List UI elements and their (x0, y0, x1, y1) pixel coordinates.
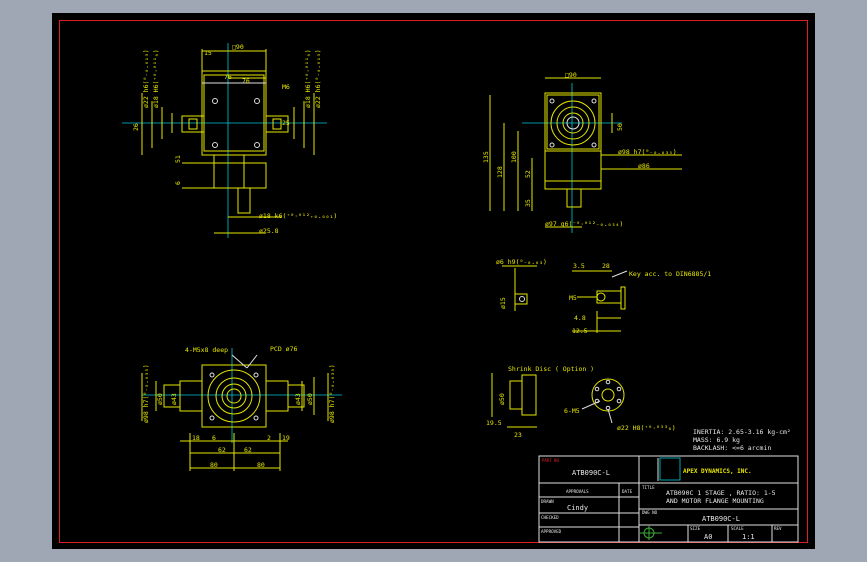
front-dim-right-h6: ø22 h6(⁰₋₀.₀₁₃) (314, 49, 322, 108)
side-dim-52: 52 (524, 170, 532, 178)
tb-size-label: SIZE (690, 526, 701, 531)
tb-date-label: DATE (622, 489, 633, 494)
front-dim-51: 51 (174, 155, 182, 163)
top-note-pcd: PCD ø76 (270, 345, 297, 353)
side-dim-86: ø86 (638, 162, 650, 170)
shrink-dim-50: ø50 (498, 393, 506, 405)
shaft-dim-28: 28 (602, 262, 610, 270)
spec-inertia: INERTIA: 2.65-3.16 kg-cm² (693, 428, 791, 436)
top-dim-80b: 80 (257, 461, 265, 469)
side-dim-128: 128 (496, 166, 504, 178)
front-dim-26: 26 (132, 123, 140, 131)
front-dim-18-bottom: ø18 k6(⁺⁰·⁰¹²₊₀.₀₀₁) (259, 212, 337, 220)
front-dim-25: 25 (282, 119, 290, 127)
front-dim-6: 6 (174, 181, 182, 185)
front-dim-76b: 76 (242, 77, 250, 85)
tb-approvals-label: APPROVALS (566, 489, 589, 494)
tb-dwg-no: ATB090C-L (702, 515, 740, 523)
top-dim-2: 2 (267, 434, 271, 442)
top-dim-6: 6 (212, 434, 216, 442)
side-view (489, 77, 682, 233)
spec-mass: MASS: 6.9 kg (693, 436, 740, 444)
shaft-dim-12-5: 12.5 (572, 327, 588, 335)
front-dim-square: □90 (232, 43, 244, 51)
title-block-frame (538, 455, 799, 543)
side-dim-98: ø98 h7(⁰₋₀.₀₃₅) (618, 148, 677, 156)
shrink-dim-m5: 6-M5 (564, 407, 580, 415)
top-view (141, 348, 342, 471)
side-dim-35: 35 (524, 199, 532, 207)
front-dim-m6: M6 (282, 83, 290, 91)
front-dim-right-18: ø18 H6(⁺⁰·⁰¹¹₀) (304, 49, 312, 108)
shaft-dim-key: Key acc. to DIN6885/1 (629, 270, 711, 278)
top-dim-50-left: ø50 (156, 393, 164, 405)
front-dim-15: 15 (204, 49, 212, 57)
tb-part-no-label: PART NO (542, 458, 559, 463)
tb-title-line1: ATB090C 1 STAGE , RATIO: 1-5 (666, 489, 776, 497)
shaft-dim-15: ø15 (499, 297, 507, 309)
tb-drawn-by: Cindy (567, 504, 588, 512)
side-dim-97: ø97 g6(⁻⁰·⁰¹²₋₀.₀₃₄) (545, 220, 623, 228)
tb-part-no: ATB090C-L (572, 469, 610, 477)
shrink-dim-22: ø22 H8(⁺⁰·⁰³³₀) (617, 424, 676, 432)
front-dim-25-8: ø25.8 (259, 227, 279, 235)
spec-backlash: BACKLASH: <=6 arcmin (693, 444, 771, 452)
top-dim-80a: 80 (210, 461, 218, 469)
front-view (122, 43, 327, 238)
sheet-border (59, 20, 808, 543)
drawing-sheet: □90 15 76 76 M6 ø22 h6(⁰₋₀.₀₁₃) ø18 H6(⁺… (52, 13, 815, 549)
side-dim-square: □90 (565, 71, 577, 79)
top-dim-50-right: ø50 (306, 393, 314, 405)
shrink-dim-19-5: 19.5 (486, 419, 502, 427)
shaft-dim-m5: M5 (569, 294, 577, 302)
side-dim-100: 100 (510, 151, 518, 163)
tb-drawn-label: DRAWN (541, 499, 554, 504)
side-dim-135: 135 (482, 151, 490, 163)
tb-dwg-no-label: DWG NO (642, 510, 658, 515)
tb-approved-label: APPROVED (541, 529, 562, 534)
tb-scale-label: SCALE (731, 526, 744, 531)
top-dim-62a: 62 (218, 446, 226, 454)
front-dim-left-h6: ø22 h6(⁰₋₀.₀₁₃) (142, 49, 150, 108)
front-dim-76a: 76 (224, 73, 232, 81)
top-dim-98-left: ø98 h7(⁰₋₀.₀₃₅) (142, 364, 150, 423)
shaft-dim-3-5: 3.5 (573, 262, 585, 270)
top-note-m5: 4-M5x8 deep (185, 346, 228, 354)
side-dim-50: 50 (616, 123, 624, 131)
shaft-dim-6-h9: ø6 h9(⁰₋₀.₀₃) (496, 258, 547, 266)
front-dim-left-18: ø18 H6(⁺⁰·⁰¹¹₀) (152, 49, 160, 108)
shaft-detail (502, 265, 628, 333)
top-dim-18: 18 (192, 434, 200, 442)
top-dim-62b: 62 (244, 446, 252, 454)
tb-scale: 1:1 (742, 533, 755, 541)
top-dim-43-left: ø43 (170, 393, 178, 405)
drawing-svg: □90 15 76 76 M6 ø22 h6(⁰₋₀.₀₁₃) ø18 H6(⁺… (59, 20, 808, 543)
tb-company: APEX DYNAMICS, INC. (683, 468, 752, 475)
shrink-title: Shrink Disc ( Option ) (508, 365, 594, 373)
top-dim-19: 19 (282, 434, 290, 442)
shrink-dim-23: 23 (514, 431, 522, 439)
tb-rev-label: REV (774, 526, 782, 531)
tb-checked-label: CHECKED (541, 515, 559, 520)
top-dim-43-right: ø43 (294, 393, 302, 405)
tb-title-line2: AND MOTOR FLANGE MOUNTING (666, 497, 764, 505)
top-dim-98-right: ø98 h7(⁰₋₀.₀₃₅) (328, 364, 336, 423)
tb-title-label: TITLE (642, 485, 655, 490)
tb-size: A0 (704, 533, 712, 541)
shaft-dim-4-8: 4.8 (574, 314, 586, 322)
shrink-disc-detail (491, 373, 625, 428)
